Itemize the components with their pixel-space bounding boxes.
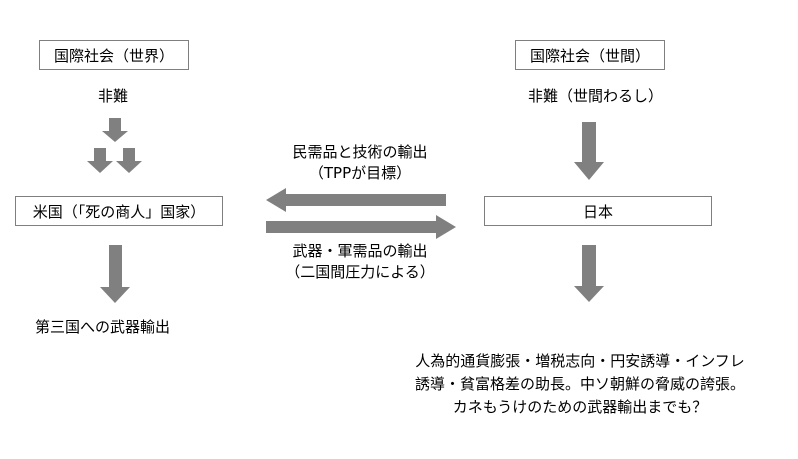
japan-consequences-text: 人為的通貨膨張・増税志向・円安誘導・インフレ 誘導・貧富格差の助長。中ソ朝鮮の脅… [390,350,770,419]
export-to-us-line1: 民需品と技術の輸出 [292,143,428,161]
us-merchant-of-death-box: 米国（「死の商人」国家） [15,196,223,226]
down-arrow-icon [574,122,604,180]
right-arrow-icon [266,215,456,239]
intl-society-world-box: 国際社会（世界） [39,40,189,70]
japan-box-label: 日本 [582,202,613,221]
left-arrow-icon [266,188,446,212]
criticism-label-right: 非難（世間わるし） [528,87,664,105]
export-to-japan-line1: 武器・軍需品の輸出 [292,242,428,260]
third-country-arms-export-label: 第三国への武器輸出 [35,318,171,336]
japan-box: 日本 [484,196,712,226]
intl-society-public-label: 国際社会（世間） [529,46,650,65]
intl-society-world-label: 国際社会（世界） [53,46,174,65]
intl-society-public-box: 国際社会（世間） [515,40,665,70]
consequence-line: カネもうけのための武器輸出までも？ [452,398,708,416]
criticism-label-left: 非難 [98,87,129,105]
consequence-line: 人為的通貨膨張・増税志向・円安誘導・インフレ [415,352,745,370]
export-to-japan-label: 武器・軍需品の輸出 （二国間圧力による） [270,241,450,283]
us-box-label: 米国（「死の商人」国家） [32,202,206,221]
export-to-us-line2: （TPPが目標） [308,164,412,182]
down-arrow-icon [102,118,128,142]
down-arrow-icon [116,148,142,173]
down-arrow-icon [574,245,604,302]
down-arrow-icon [100,245,130,303]
export-to-us-label: 民需品と技術の輸出 （TPPが目標） [270,142,450,184]
export-to-japan-line2: （二国間圧力による） [285,263,435,281]
consequence-line: 誘導・貧富格差の助長。中ソ朝鮮の脅威の誇張。 [414,375,745,393]
down-arrow-icon [87,148,113,173]
